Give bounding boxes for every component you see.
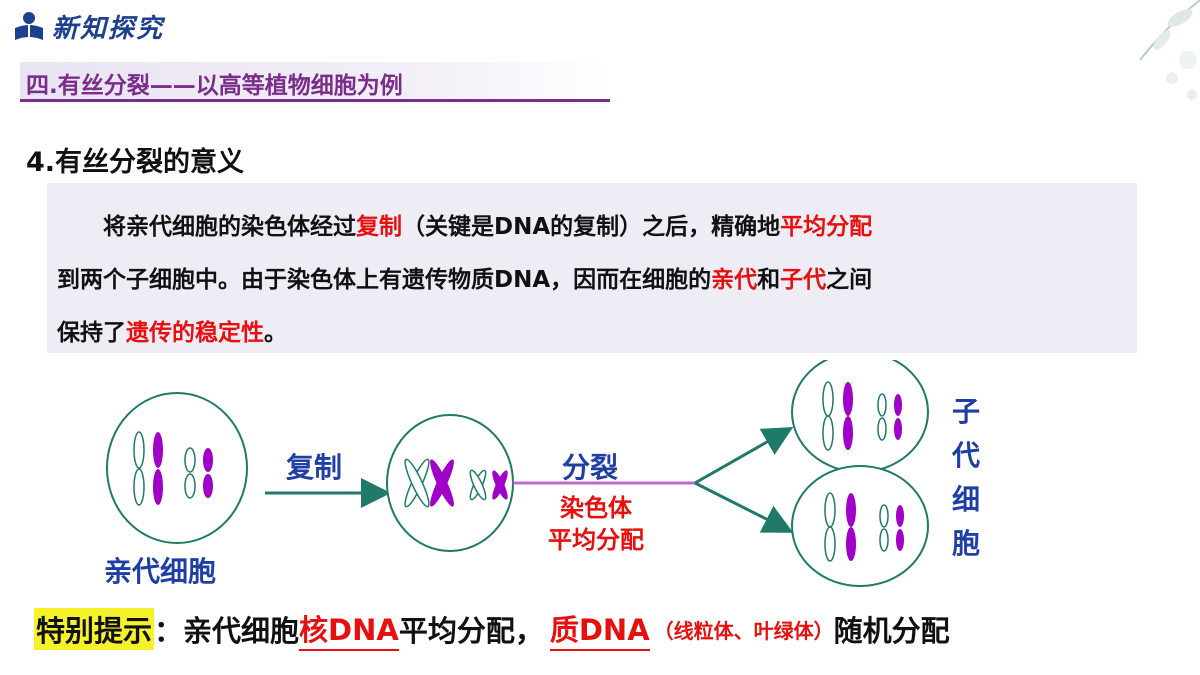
daughter-label-char: 子 [951, 395, 980, 428]
section-title: 四.有丝分裂——以高等植物细胞为例 [26, 73, 403, 99]
explanation-box: 将亲代细胞的染色体经过复制（关键是DNA的复制）之后，精确地平均分配 到两个子细… [47, 183, 1137, 353]
chromosome-x-purple [492, 470, 508, 500]
text-segment: 和 [757, 267, 781, 293]
tip-text: 亲代细胞 [183, 614, 300, 648]
chromosome-purple [203, 448, 213, 498]
daughter-label-char: 细 [951, 483, 980, 516]
distribution-line-1: 染色体 [560, 494, 632, 522]
subheading: 4.有丝分裂的意义 [26, 147, 245, 178]
special-tip: 特别提示 ： 亲代细胞 核DNA 平均分配， 质DNA （线粒体、叶绿体） 随机… [34, 606, 950, 652]
replication-label: 复制 [286, 451, 343, 484]
mitosis-diagram: 亲代细胞 复制 分裂 染色体 平均分配 子 代 细 胞 [0, 360, 1200, 600]
logo: 新知探究 [12, 8, 164, 45]
keyword-even-distribution: 平均分配 [780, 214, 873, 240]
text-segment: 到两个子细胞中。由于染色体上有遗传物质DNA，因而在细胞的 [57, 267, 712, 293]
division-label: 分裂 [562, 451, 619, 484]
chromosome-white [184, 447, 196, 499]
tip-colon: ： [154, 614, 184, 648]
keyword-parent: 亲代 [711, 267, 758, 293]
cytoplasmic-dna: 质DNA [549, 607, 650, 651]
text-segment: 之间 [826, 267, 873, 293]
parent-cell [106, 392, 248, 544]
daughter-label-char: 代 [951, 439, 980, 472]
flower-decoration-icon [1139, 0, 1200, 100]
chromosome-distribution-label: 染色体 平均分配 [536, 492, 656, 556]
replicated-cell [386, 414, 514, 552]
organelle-note: （线粒体、叶绿体） [653, 618, 834, 643]
daughter-cell-top [791, 360, 929, 473]
daughter-cell-label: 子 代 细 胞 [946, 390, 986, 566]
logo-text: 新知探究 [52, 14, 165, 44]
section-title-bar: 四.有丝分裂——以高等植物细胞为例 [20, 62, 610, 102]
branch-arrow-bottom [694, 481, 794, 533]
distribution-line-2: 平均分配 [548, 526, 644, 554]
branch-arrow-top [694, 427, 794, 485]
diagram-graphics [106, 360, 929, 587]
daughter-cell-bottom [791, 465, 929, 587]
chromosome-purple [153, 432, 163, 505]
tip-text: 随机分配 [833, 614, 950, 648]
nuclear-dna: 核DNA [299, 607, 399, 651]
chromosome-x-white [469, 469, 487, 501]
chromosome-x-purple [430, 459, 454, 507]
text-segment: 将亲代细胞的染色体经过 [103, 214, 356, 240]
paragraph-line-1: 将亲代细胞的染色体经过复制（关键是DNA的复制）之后，精确地平均分配 [57, 201, 1123, 254]
chromosome-x-white [404, 458, 430, 508]
keyword-replication: 复制 [356, 214, 402, 240]
chromosome-white [133, 431, 145, 506]
text-segment: 保持了 [57, 320, 126, 346]
text-segment: （关键是DNA的复制）之后，精确地 [402, 214, 781, 240]
keyword-genetic-stability: 遗传的稳定性 [126, 320, 264, 346]
keyword-offspring: 子代 [780, 267, 827, 293]
parent-cell-label: 亲代细胞 [104, 555, 217, 588]
text-segment: 。 [264, 320, 287, 346]
daughter-label-char: 胞 [951, 527, 980, 560]
tip-label: 特别提示 [34, 608, 155, 650]
tip-text: 平均分配， [398, 614, 544, 648]
paragraph-line-3: 保持了遗传的稳定性。 [57, 307, 1123, 360]
reader-icon [15, 11, 43, 40]
paragraph-line-2: 到两个子细胞中。由于染色体上有遗传物质DNA，因而在细胞的亲代和子代之间 [57, 254, 1123, 307]
